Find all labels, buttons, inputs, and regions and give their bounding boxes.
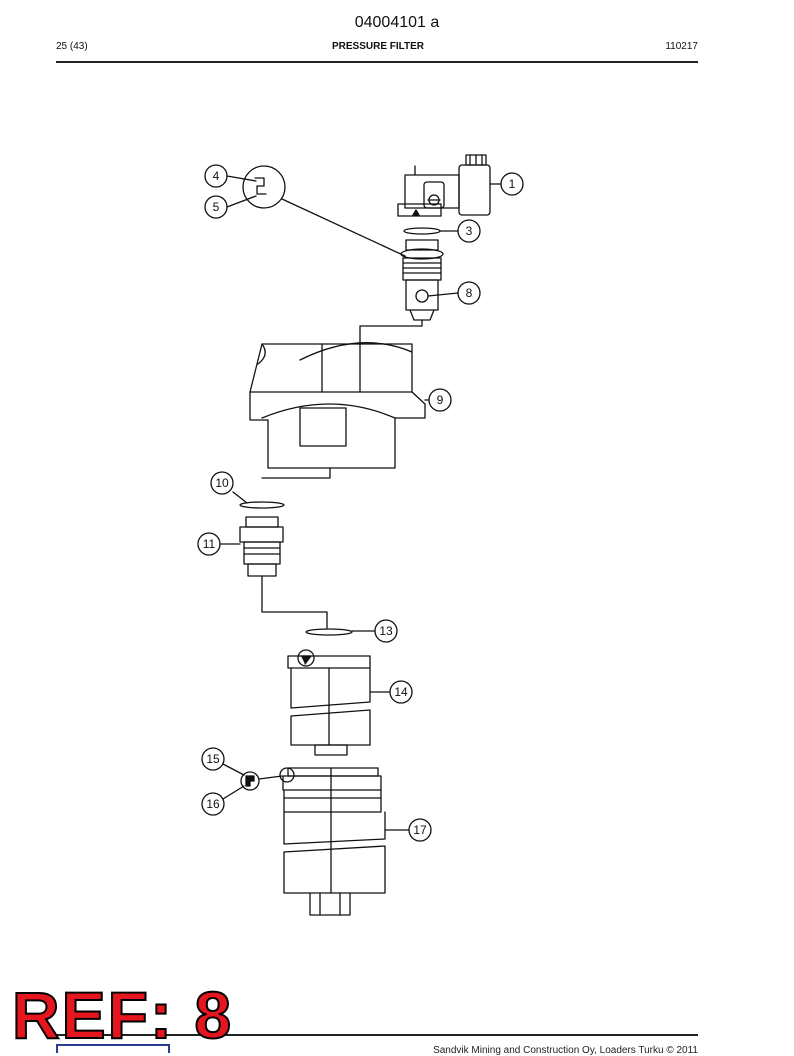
ref-stamp: REF: 8 (11, 978, 234, 1052)
callout-15: 15 (206, 752, 220, 766)
callout-5: 5 (213, 200, 220, 214)
footer-divider (56, 1034, 698, 1036)
part-3-o-ring (403, 227, 441, 235)
header-divider (56, 61, 698, 63)
callout-17: 17 (413, 823, 427, 837)
part-14-filter-element (287, 649, 371, 756)
callout-13: 13 (379, 624, 393, 638)
page-number: 25 (43) (56, 41, 88, 52)
part-8-adapter (359, 239, 444, 344)
callout-1: 1 (509, 177, 516, 191)
callout-9: 9 (437, 393, 444, 407)
document-number: 04004101 a (354, 14, 440, 31)
part-11-plug (239, 516, 328, 629)
callout-3: 3 (466, 224, 473, 238)
part-10-o-ring (239, 501, 285, 509)
part-15-16-seal-detail (240, 767, 295, 791)
callout-leaders (219, 175, 502, 831)
callout-16: 16 (206, 797, 220, 811)
detail-circle (242, 165, 406, 257)
callout-4: 4 (213, 169, 220, 183)
part-1-angle-connector (397, 154, 491, 217)
footer-copyright: Sandvik Mining and Construction Oy, Load… (433, 1045, 698, 1056)
page-title: PRESSURE FILTER (331, 41, 425, 52)
callout-bubbles (197, 164, 524, 842)
callout-11: 11 (203, 537, 216, 551)
callout-8: 8 (466, 286, 473, 300)
document-date: 110217 (665, 41, 698, 52)
part-13-o-ring (305, 628, 353, 636)
sandvik-logo (56, 1044, 170, 1053)
callout-10: 10 (215, 476, 229, 490)
part-17-filter-bowl (282, 767, 386, 916)
callout-14: 14 (394, 685, 408, 699)
part-9-filter-head (249, 342, 426, 479)
